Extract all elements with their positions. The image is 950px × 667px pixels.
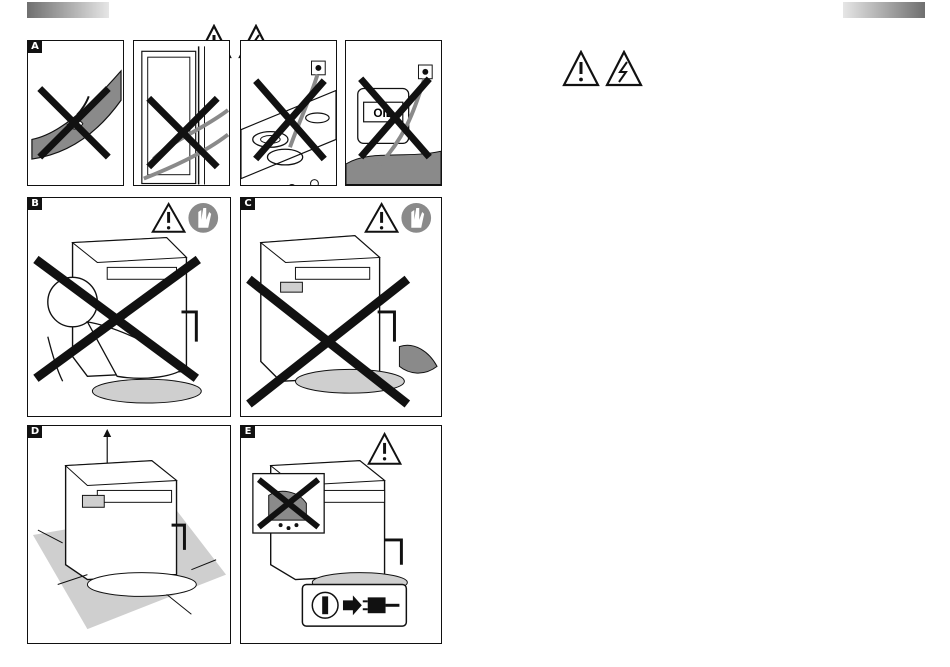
panel-a2 [133,40,230,186]
panel-d: D [27,425,231,644]
panel-label-c: C [241,198,255,210]
no-wet-hands-illustration [241,198,441,416]
hand-stop-icon [401,203,431,233]
cord-on-hotplate-illustration [241,41,336,185]
warning-triangle-icon [369,434,401,464]
cord-over-edge-illustration [28,41,123,185]
panel-a3 [240,40,337,186]
clearance-space-illustration [28,426,230,643]
cord-near-oil-illustration: OIL [346,41,441,185]
warning-triangle-icon [153,204,185,232]
warning-triangle-icon [564,52,598,85]
hand-stop-icon [188,203,218,233]
socket-icon [418,65,432,79]
panel-c: C [240,197,442,417]
child-safety-illustration [28,198,230,416]
warning-icons-right [562,50,644,88]
panel-label-b: B [28,198,42,210]
header-tab-right [843,2,925,18]
panel-a4: OIL [345,40,442,186]
panel-a1: A [27,40,124,186]
electric-shock-icon [607,52,641,85]
panel-label-a: A [28,41,42,53]
header-tab-left [27,2,109,18]
panel-label-d: D [28,426,42,438]
socket-icon [312,592,338,618]
socket-icon [312,61,326,75]
unplug-before-cleaning-illustration [241,426,441,643]
panel-e: E [240,425,442,644]
panel-label-e: E [241,426,255,438]
panel-b: B [27,197,231,417]
warning-triangle-icon [366,204,398,232]
cord-in-door-illustration [134,41,229,185]
